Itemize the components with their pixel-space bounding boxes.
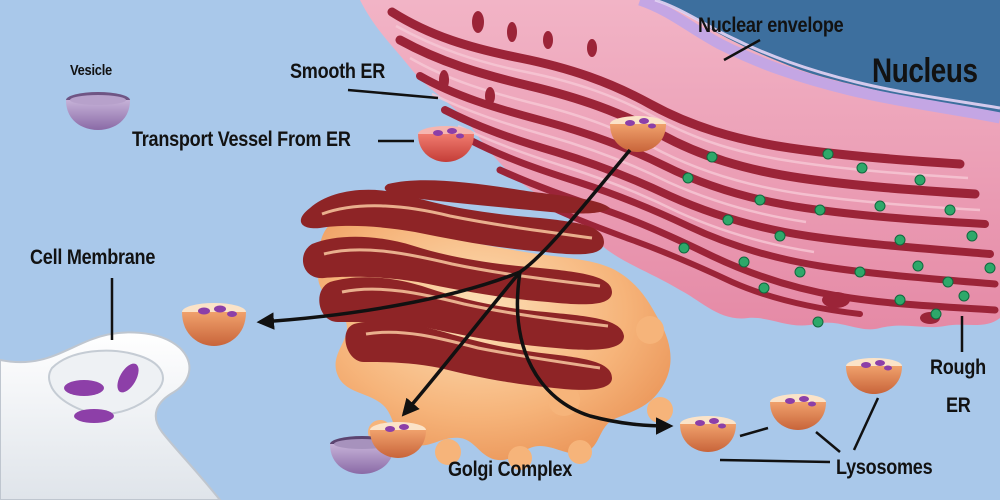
label-nucleus: Nucleus bbox=[872, 52, 978, 90]
ribosomes bbox=[678, 148, 996, 328]
lysosome-1 bbox=[680, 416, 736, 452]
label-nuclear-envelope: Nuclear envelope bbox=[698, 14, 844, 37]
label-cell-membrane: Cell Membrane bbox=[30, 246, 156, 269]
arrow-er-to-golgi-to-membrane bbox=[256, 148, 632, 330]
leader-lysosome-join bbox=[739, 426, 769, 438]
vesicle-to-membrane bbox=[182, 303, 246, 346]
er-pores bbox=[439, 11, 940, 324]
lysosome-3 bbox=[846, 358, 902, 394]
membrane-contents bbox=[64, 363, 139, 423]
leader-lysosome-1 bbox=[719, 458, 831, 464]
label-transport-vessel: Transport Vessel From ER bbox=[132, 128, 351, 151]
arrow-golgi-to-vesicle bbox=[401, 270, 522, 417]
cell-membrane bbox=[0, 331, 222, 500]
label-lysosomes: Lysosomes bbox=[836, 456, 933, 479]
label-rough-er-line2: ER bbox=[946, 394, 971, 417]
nuclear-envelope bbox=[638, 0, 1000, 124]
pathway-arrows bbox=[256, 148, 674, 435]
transport-vessel-cup bbox=[418, 126, 474, 162]
leader-lysosome-2 bbox=[815, 431, 841, 453]
golgi-lumen-highlights bbox=[321, 204, 609, 370]
leader-nuclear-envelope bbox=[723, 38, 761, 62]
label-leader-lines bbox=[110, 38, 964, 464]
leader-smooth-er bbox=[347, 88, 439, 100]
lysosome-2 bbox=[770, 394, 826, 430]
arrow-golgi-to-lysosome bbox=[515, 271, 674, 435]
label-smooth-er: Smooth ER bbox=[290, 60, 386, 83]
leader-lysosome-3 bbox=[852, 397, 880, 451]
er-nucleus-region bbox=[360, 0, 1000, 330]
nuclear-envelope-inner bbox=[654, 0, 1000, 110]
label-golgi-complex: Golgi Complex bbox=[448, 458, 573, 481]
nucleus bbox=[650, 0, 1000, 118]
golgi-cisternae bbox=[300, 180, 624, 390]
vesicle bbox=[66, 92, 130, 130]
lysosome-near-golgi bbox=[370, 422, 426, 458]
vesicle-from-er bbox=[610, 116, 666, 152]
label-vesicle: Vesicle bbox=[70, 62, 112, 79]
label-rough-er-line1: Rough bbox=[930, 356, 986, 379]
